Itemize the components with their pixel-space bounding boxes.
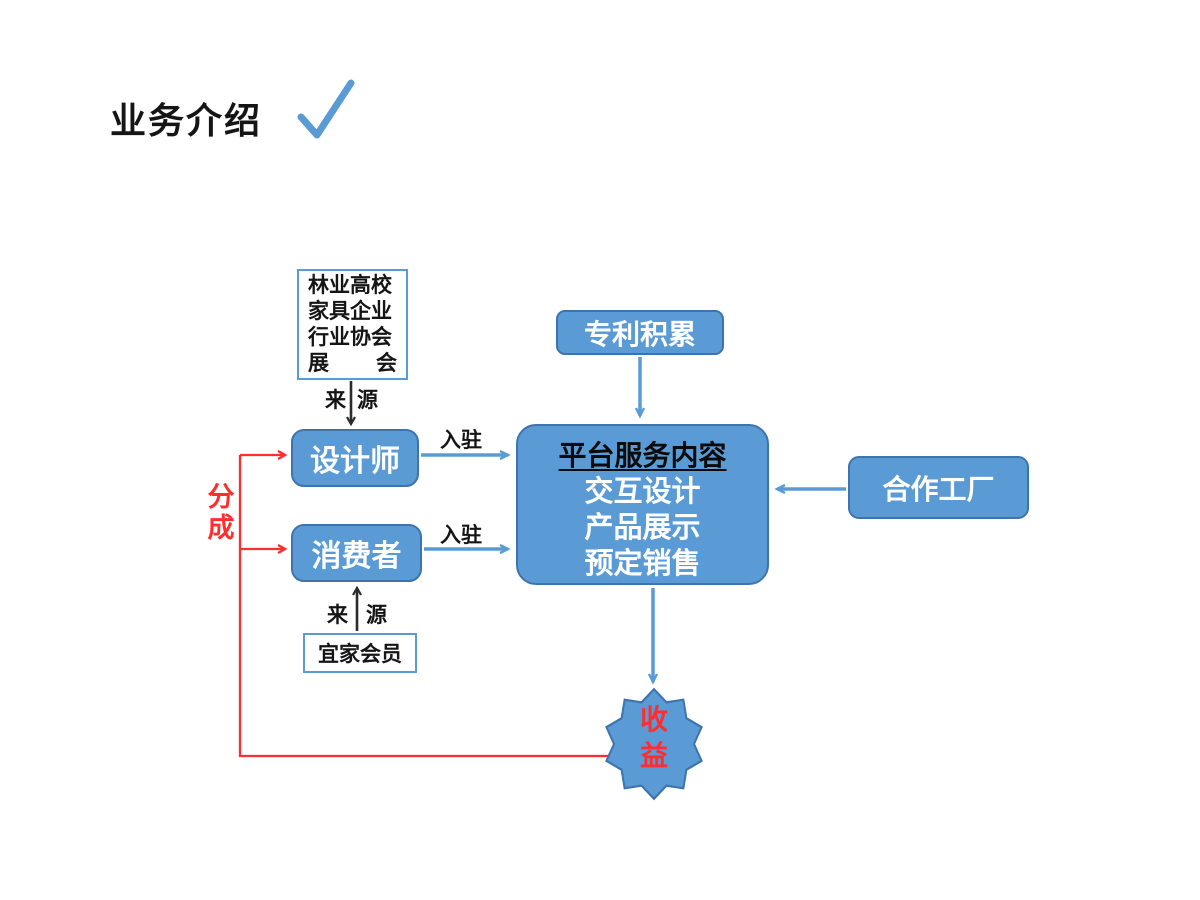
node-factory: 合作工厂 xyxy=(848,456,1029,519)
checkmark-icon xyxy=(297,79,355,139)
label-join-designer: 入驻 xyxy=(440,429,482,452)
label-source-bottom-right: 源 xyxy=(366,604,387,627)
split-char: 成 xyxy=(207,513,235,543)
platform-heading: 平台服务内容 xyxy=(558,440,727,471)
node-revenue-star xyxy=(605,687,703,801)
node-platform: 平台服务内容 交互设计 产品展示 预定销售 xyxy=(516,424,769,585)
sources-line: 家具企业 xyxy=(308,300,392,323)
label-source-top-left: 来 xyxy=(325,389,346,412)
sources-line: 行业协会 xyxy=(308,326,392,349)
sources-line: 林业高校 xyxy=(308,274,392,297)
page-title: 业务介绍 xyxy=(110,100,263,141)
label-source-bottom-left: 来 xyxy=(327,604,348,627)
node-ikea-members: 宜家会员 xyxy=(303,633,417,673)
sources-line-left: 展 xyxy=(308,352,329,375)
sources-line-right: 会 xyxy=(376,352,397,375)
node-designer: 设计师 xyxy=(291,429,419,487)
label-split: 分 成 xyxy=(204,482,238,544)
platform-item: 产品展示 xyxy=(584,512,701,544)
revenue-line: 益 xyxy=(639,740,668,771)
revenue-label: 收 益 xyxy=(602,702,706,774)
node-sources: 林业高校 家具企业 行业协会 展 会 xyxy=(297,269,408,380)
node-consumer: 消费者 xyxy=(291,524,422,582)
sources-line: 展 会 xyxy=(308,351,397,377)
split-char: 分 xyxy=(207,482,235,512)
label-source-top-right: 源 xyxy=(357,389,378,412)
label-join-consumer: 入驻 xyxy=(440,524,482,547)
platform-item: 交互设计 xyxy=(584,476,701,508)
node-patent: 专利积累 xyxy=(556,310,724,355)
revenue-line: 收 xyxy=(639,704,668,735)
platform-item: 预定销售 xyxy=(584,548,701,580)
